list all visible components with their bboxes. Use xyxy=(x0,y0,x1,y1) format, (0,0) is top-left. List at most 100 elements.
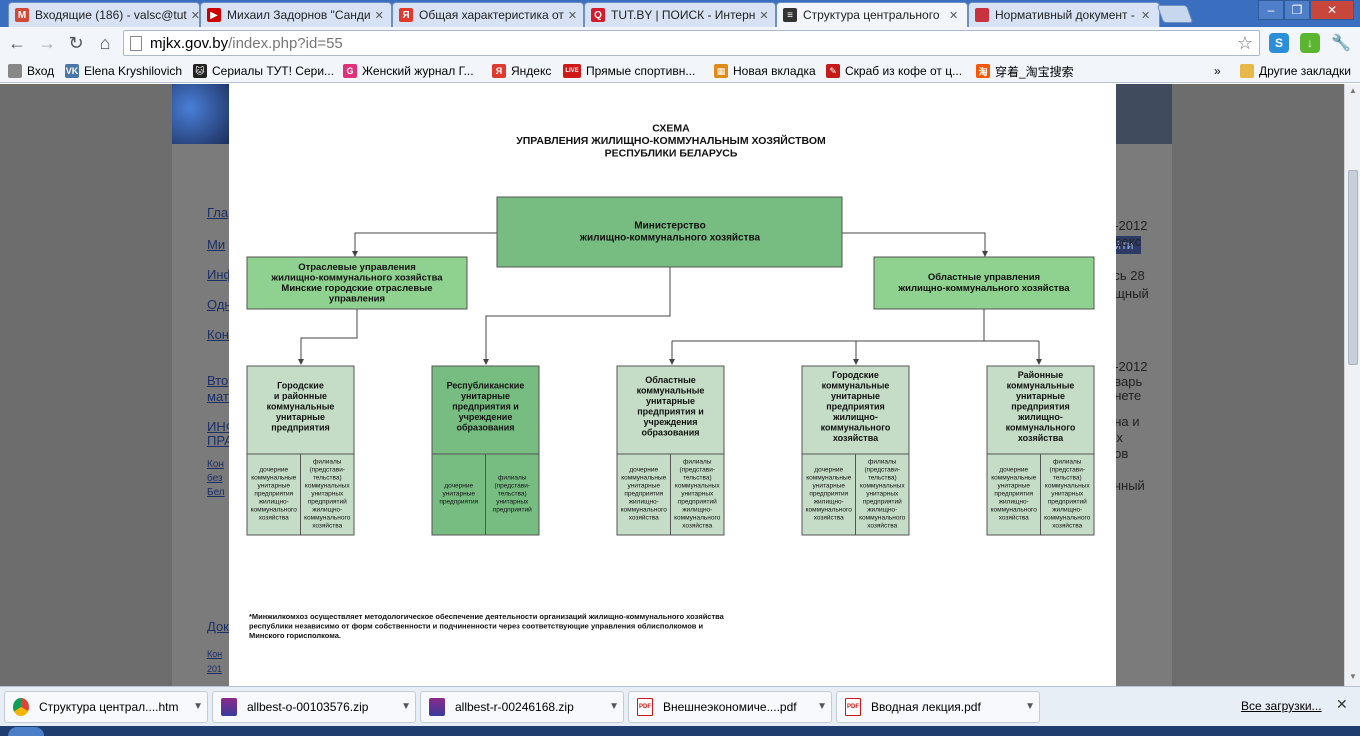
start-orb-icon[interactable] xyxy=(8,727,44,736)
close-window-icon[interactable]: ✕ xyxy=(1310,0,1354,20)
download-menu-icon[interactable]: ▼ xyxy=(817,701,827,712)
scheme-footnote: республики независимо от форм собственно… xyxy=(249,622,703,631)
site-nav-link[interactable]: Ми xyxy=(207,237,226,252)
unit-sub-right-label: филиалы xyxy=(1053,459,1082,466)
site-right-text: усь 28 xyxy=(1107,268,1145,283)
download-menu-icon[interactable]: ▼ xyxy=(401,701,411,712)
browser-tab[interactable]: Нормативный документ -✕ xyxy=(968,2,1160,27)
browser-tab[interactable]: ▶Михаил Задорнов "Санди✕ xyxy=(200,2,392,27)
restore-icon[interactable]: ❐ xyxy=(1284,0,1310,20)
branch-left-label: управления xyxy=(329,293,385,304)
unit-box xyxy=(616,365,725,455)
wrench-menu-icon[interactable]: 🔧 xyxy=(1331,35,1351,52)
site-nav-link[interactable]: мат xyxy=(207,389,229,404)
bookmark-item[interactable]: 🐱Сериалы ТУТ! Сери... xyxy=(193,62,334,80)
bookmark-label: Вход xyxy=(27,64,55,78)
site-right-text: ичный xyxy=(1107,478,1145,493)
tab-close-icon[interactable]: ✕ xyxy=(949,9,959,22)
back-icon[interactable]: ← xyxy=(8,32,26,53)
download-menu-icon[interactable]: ▼ xyxy=(609,701,619,712)
unit-sub-left-label: коммунального xyxy=(991,507,1038,514)
site-nav-link[interactable]: Гла xyxy=(207,205,229,220)
unit-title: образования xyxy=(456,422,514,432)
unit-sub-right-label: жилищно- xyxy=(312,507,342,514)
download-extension-icon[interactable]: ↓ xyxy=(1300,33,1320,53)
unit-sub-right-label: тельства) xyxy=(683,475,712,482)
bookmark-star-icon[interactable]: ☆ xyxy=(1236,33,1253,53)
address-bar[interactable]: mjkx.gov.by/index.php?id=55 ☆ xyxy=(123,30,1260,56)
site-nav-link[interactable]: 201 xyxy=(207,664,223,674)
bookmark-item[interactable]: 淘穿着_淘宝搜索 xyxy=(976,62,1074,80)
unit-sub-left-label: дочерние xyxy=(814,467,843,474)
site-nav-link[interactable]: Вто xyxy=(207,373,229,388)
more-bookmarks-button[interactable]: » xyxy=(1214,64,1221,78)
site-right-text: 8-2012 xyxy=(1107,359,1148,374)
page-icon xyxy=(8,64,22,78)
site-nav-link[interactable]: ИНФ xyxy=(207,419,236,434)
scroll-up-icon[interactable]: ▲ xyxy=(1349,86,1357,95)
tab-close-icon[interactable]: ✕ xyxy=(190,9,200,22)
download-menu-icon[interactable]: ▼ xyxy=(1025,701,1035,712)
os-taskbar xyxy=(0,726,1360,736)
site-nav-link[interactable]: без xyxy=(207,473,223,484)
close-shelf-icon[interactable]: ✕ xyxy=(1336,696,1348,712)
site-nav-link[interactable]: Бел xyxy=(207,487,225,498)
unit-sub-right-box xyxy=(670,453,725,536)
site-nav-link[interactable]: Док xyxy=(207,619,229,634)
site-nav-link[interactable]: Кон xyxy=(207,327,229,342)
other-bookmarks-folder[interactable]: Другие закладки xyxy=(1240,62,1351,80)
home-icon[interactable]: ⌂ xyxy=(99,32,111,53)
site-nav-link[interactable]: Инф xyxy=(207,267,235,282)
unit-sub-right-label: коммунальных xyxy=(305,483,350,490)
unit-sub-right-label: хозяйства xyxy=(867,522,897,530)
unit-title: учреждения xyxy=(644,417,698,427)
tab-close-icon[interactable]: ✕ xyxy=(374,9,384,22)
unit-sub-right-label: филиалы xyxy=(868,459,897,466)
bookmark-item[interactable]: ✎Скраб из кофе от ц... xyxy=(826,62,962,80)
unit-sub-right-label: коммунального xyxy=(674,515,721,522)
bookmark-item[interactable]: ▦Новая вкладка xyxy=(714,62,816,80)
download-menu-icon[interactable]: ▼ xyxy=(193,701,203,712)
minimize-icon[interactable]: – xyxy=(1258,0,1284,20)
unit-sub-left-label: дочерние xyxy=(999,467,1028,474)
site-nav-link[interactable]: Одн xyxy=(207,297,232,312)
unit-sub-left-label: коммунальные xyxy=(806,475,851,482)
scroll-down-icon[interactable]: ▼ xyxy=(1349,672,1357,681)
unit-sub-right-label: хозяйства xyxy=(1052,522,1082,530)
download-item[interactable]: allbest-o-00103576.zip▼ xyxy=(212,691,416,723)
tab-close-icon[interactable]: ✕ xyxy=(759,9,769,22)
site-nav-link[interactable]: ПРА xyxy=(207,433,233,448)
tutby-icon: Q xyxy=(591,8,605,22)
vk-icon: VK xyxy=(65,64,79,78)
unit-sub-left-box xyxy=(431,453,486,536)
skype-extension-icon[interactable]: S xyxy=(1269,33,1289,53)
tab-close-icon[interactable]: ✕ xyxy=(567,9,578,22)
scheme-title: СХЕМА xyxy=(652,122,690,134)
browser-tab[interactable]: ≡Структура центрального✕ xyxy=(776,2,968,27)
unit-sub-right-label: предприятий xyxy=(678,498,717,506)
new-tab-button[interactable] xyxy=(1156,5,1194,23)
reload-icon[interactable]: ↻ xyxy=(68,32,84,53)
bookmark-item[interactable]: Вход xyxy=(8,62,54,80)
all-downloads-link[interactable]: Все загрузки... xyxy=(1241,699,1322,713)
download-item[interactable]: Структура централ....htm▼ xyxy=(4,691,208,723)
page-scrollbar[interactable]: ▲ ▼ xyxy=(1344,84,1360,686)
unit-sub-right-label: коммунальных xyxy=(675,483,720,490)
tab-close-icon[interactable]: ✕ xyxy=(1141,9,1151,22)
unit-sub-right-box xyxy=(1040,453,1095,536)
forward-icon[interactable]: → xyxy=(38,32,56,53)
site-nav-link[interactable]: Кон xyxy=(207,649,223,659)
unit-sub-left-label: предприятия xyxy=(809,491,848,498)
download-item[interactable]: allbest-r-00246168.zip▼ xyxy=(420,691,624,723)
site-nav-link[interactable]: Кон xyxy=(207,459,224,470)
scrollbar-thumb[interactable] xyxy=(1348,170,1358,365)
